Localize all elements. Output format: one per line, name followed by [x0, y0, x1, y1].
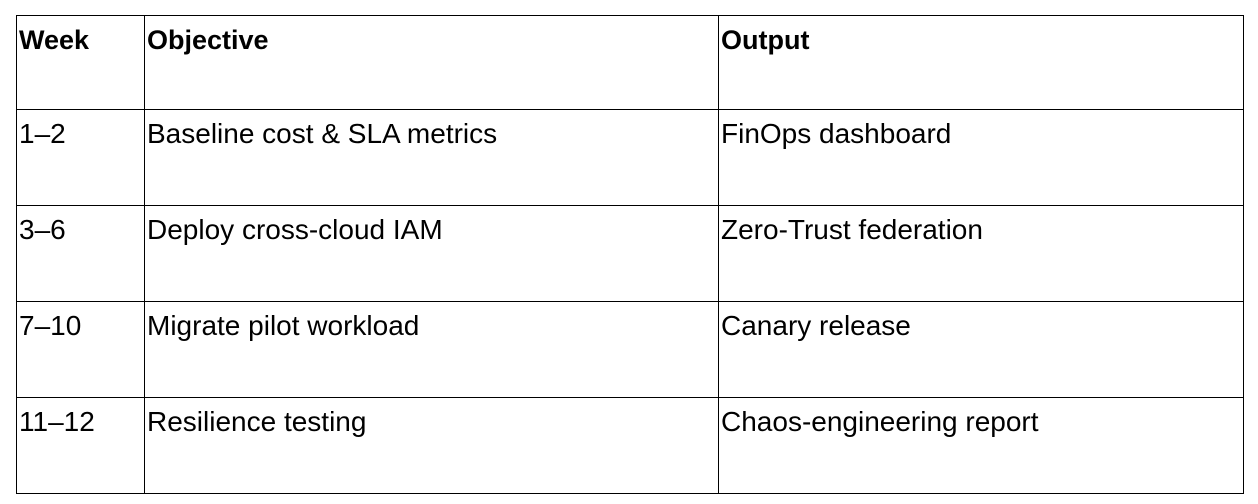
cell-objective: Resilience testing: [144, 397, 719, 494]
cell-week: 3–6: [16, 205, 145, 302]
table-row: 1–2 Baseline cost & SLA metrics FinOps d…: [16, 109, 1244, 206]
cell-output: Canary release: [718, 301, 1244, 398]
header-objective: Objective: [144, 15, 719, 110]
cell-week: 7–10: [16, 301, 145, 398]
cell-objective: Deploy cross-cloud IAM: [144, 205, 719, 302]
cell-objective: Baseline cost & SLA metrics: [144, 109, 719, 206]
cell-objective: Migrate pilot workload: [144, 301, 719, 398]
cell-week: 1–2: [16, 109, 145, 206]
roadmap-table: Week Objective Output 1–2 Baseline cost …: [16, 15, 1244, 494]
table-row: 3–6 Deploy cross-cloud IAM Zero-Trust fe…: [16, 205, 1244, 302]
table-header-row: Week Objective Output: [16, 15, 1244, 110]
cell-output: Zero-Trust federation: [718, 205, 1244, 302]
table-row: 11–12 Resilience testing Chaos-engineeri…: [16, 397, 1244, 494]
cell-week: 11–12: [16, 397, 145, 494]
table-row: 7–10 Migrate pilot workload Canary relea…: [16, 301, 1244, 398]
cell-output: FinOps dashboard: [718, 109, 1244, 206]
header-output: Output: [718, 15, 1244, 110]
cell-output: Chaos-engineering report: [718, 397, 1244, 494]
header-week: Week: [16, 15, 145, 110]
